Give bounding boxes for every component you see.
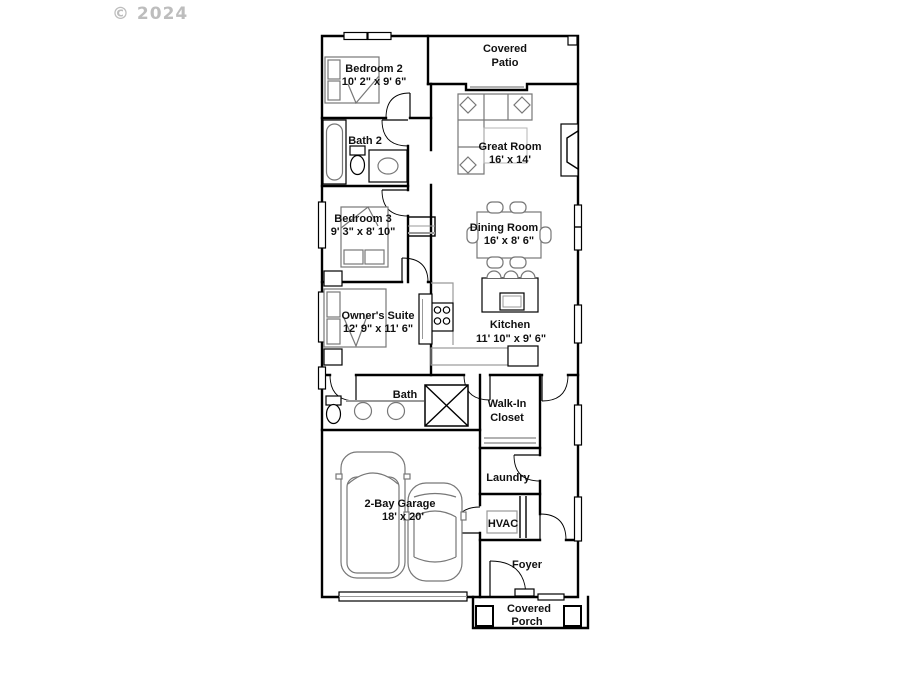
bath2-label: Bath 2 xyxy=(348,135,382,147)
window xyxy=(317,201,327,249)
patio-corner-post xyxy=(567,35,578,46)
covered-porch-label2: Porch xyxy=(511,616,542,628)
walk-in-closet-label: Walk-In xyxy=(488,398,527,410)
kitchen-dims: 11' 10" x 9' 6" xyxy=(476,333,546,345)
doors xyxy=(329,92,569,598)
toilet-icon xyxy=(349,145,366,176)
window xyxy=(343,31,368,41)
bar-stools-icon xyxy=(486,270,536,279)
sink-icon xyxy=(368,149,408,183)
garage-dims: 18' x 20' xyxy=(382,511,424,523)
window xyxy=(573,496,583,542)
covered-patio-label2: Patio xyxy=(492,57,519,69)
window xyxy=(537,593,565,601)
great-room-dims: 16' x 14' xyxy=(489,154,531,166)
porch-column xyxy=(475,605,494,627)
hvac-label: HVAC xyxy=(488,518,518,530)
stove-icon xyxy=(430,302,454,332)
dining-room-label: Dining Room xyxy=(470,222,539,234)
bedroom2-label: Bedroom 2 xyxy=(345,63,402,75)
coffee-table-icon xyxy=(483,127,528,164)
window xyxy=(367,31,392,41)
bedroom2-bed-icon xyxy=(324,56,380,105)
copyright-watermark: © 2024 xyxy=(112,4,188,24)
laundry-label: Laundry xyxy=(486,472,530,484)
hvac-unit xyxy=(486,496,527,538)
nightstand-icon xyxy=(323,270,343,287)
owners-bath-fixtures xyxy=(325,384,469,427)
fireplace-icon xyxy=(560,123,579,177)
room-labels: Bedroom 2 10' 2" x 9' 6" Covered Patio B… xyxy=(331,43,551,628)
bedroom3-bed-icon xyxy=(340,206,389,268)
bedroom3-label: Bedroom 3 xyxy=(334,213,391,225)
owners-suite-label: Owner's Suite xyxy=(342,310,415,322)
walk-in-closet-label2: Closet xyxy=(490,412,524,424)
windows xyxy=(317,31,583,602)
refrigerator-icon xyxy=(507,345,539,367)
sink-icon xyxy=(386,401,406,421)
door-threshold xyxy=(514,588,535,597)
bedroom2-dims: 10' 2" x 9' 6" xyxy=(342,76,407,88)
kitchen-label: Kitchen xyxy=(490,319,531,331)
sink-icon xyxy=(353,401,373,421)
owners-bed-icon xyxy=(323,288,387,348)
bedroom3-dims: 9' 3" x 8' 10" xyxy=(331,226,396,238)
covered-patio-label: Covered xyxy=(483,43,527,55)
sofa-icon xyxy=(457,93,533,175)
kitchen-island-icon xyxy=(481,270,539,313)
window xyxy=(573,304,583,344)
window xyxy=(317,366,327,390)
owners-suite-furniture xyxy=(323,270,433,366)
nightstand-icon xyxy=(323,348,343,366)
bath-label: Bath xyxy=(393,389,418,401)
bath2-fixtures xyxy=(322,119,408,185)
dining-set-icon xyxy=(466,201,552,269)
walk-in-closet-rods xyxy=(484,437,536,444)
kitchen-fixtures xyxy=(430,270,539,367)
exterior-walls xyxy=(320,34,590,630)
great-room-label: Great Room xyxy=(479,141,542,153)
owners-suite-dims: 12' 9" x 11' 6" xyxy=(343,323,413,335)
foyer-label: Foyer xyxy=(512,559,543,571)
great-room-furniture xyxy=(457,93,579,177)
dining-room-dims: 16' x 8' 6" xyxy=(484,235,534,247)
shower-icon xyxy=(424,384,469,427)
dresser-icon xyxy=(418,293,433,345)
garage-vehicles xyxy=(335,451,467,582)
garage-label: 2-Bay Garage xyxy=(365,498,436,510)
porch-column xyxy=(563,605,582,627)
bedroom3-closet xyxy=(407,216,436,237)
van-icon xyxy=(335,451,411,579)
covered-porch-label: Covered xyxy=(507,603,551,615)
hvac-box xyxy=(486,510,518,534)
car-icon xyxy=(403,482,467,582)
window xyxy=(573,404,583,446)
kitchen-counter xyxy=(430,347,509,366)
porch-columns xyxy=(475,605,582,627)
toilet-icon xyxy=(325,395,342,425)
